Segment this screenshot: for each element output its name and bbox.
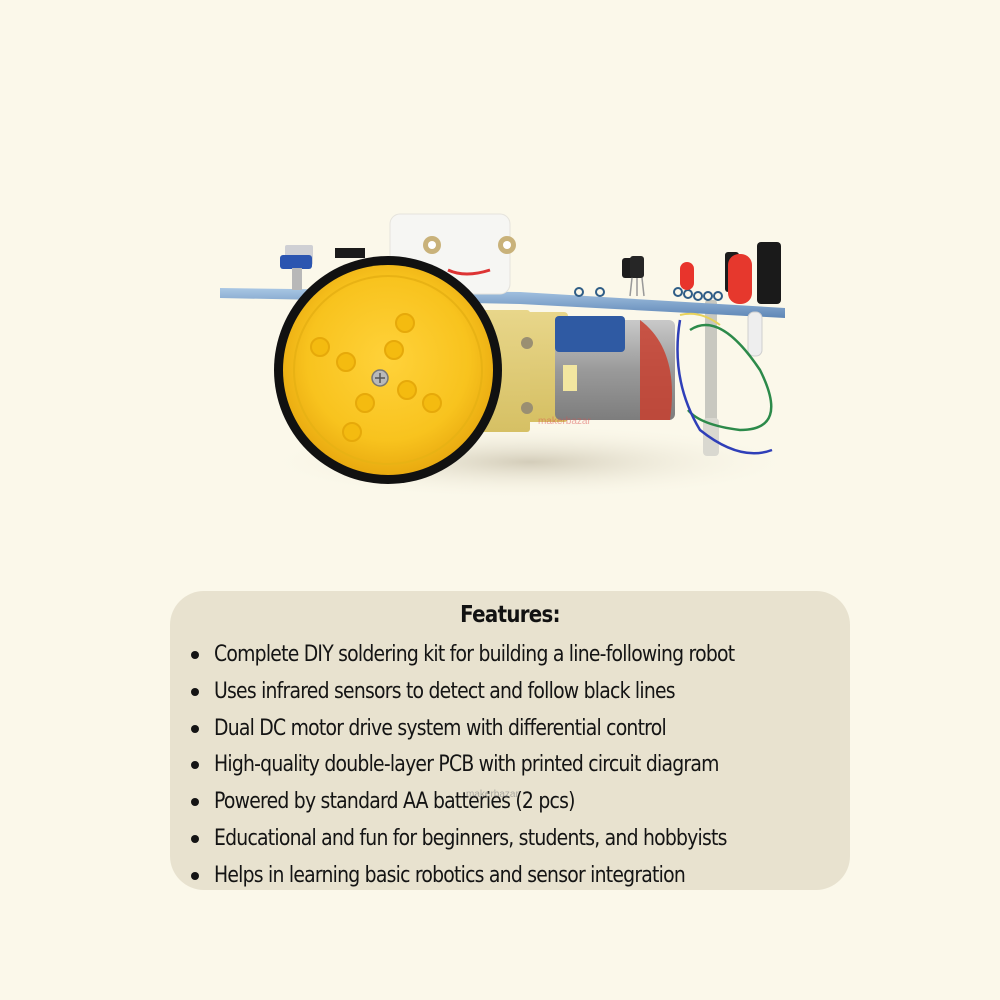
features-title: Features: (460, 602, 560, 628)
product-image: makerbazar (200, 200, 800, 520)
feature-text: Uses infrared sensors to detect and foll… (214, 678, 676, 704)
panel-watermark: makerbazar (466, 789, 519, 800)
feature-item: Uses infrared sensors to detect and foll… (170, 674, 850, 711)
feature-text: Dual DC motor drive system with differen… (214, 715, 667, 741)
robot-kit-illustration (220, 213, 800, 500)
bullet-icon (191, 651, 199, 659)
feature-item: Complete DIY soldering kit for building … (170, 637, 850, 674)
features-list: Complete DIY soldering kit for building … (170, 637, 850, 895)
product-watermark: makerbazar (538, 416, 591, 427)
bullet-icon (191, 687, 199, 696)
bullet-icon (191, 724, 199, 733)
features-panel: Features: Complete DIY soldering kit for… (170, 591, 850, 890)
feature-text: High-quality double-layer PCB with print… (214, 752, 719, 778)
feature-item: Educational and fun for beginners, stude… (170, 821, 850, 858)
feature-text: Powered by standard AA batteries (2 pcs) (214, 789, 575, 815)
feature-text: Complete DIY soldering kit for building … (214, 642, 735, 667)
feature-item: Helps in learning basic robotics and sen… (170, 858, 850, 895)
feature-text: Helps in learning basic robotics and sen… (214, 862, 686, 888)
feature-item: High-quality double-layer PCB with print… (170, 747, 850, 784)
bullet-icon (191, 761, 199, 770)
feature-text: Educational and fun for beginners, stude… (214, 825, 727, 851)
feature-item: Powered by standard AA batteries (2 pcs) (170, 784, 850, 821)
feature-item: Dual DC motor drive system with differen… (170, 711, 850, 748)
bullet-icon (191, 834, 199, 843)
bullet-icon (191, 798, 199, 807)
bullet-icon (191, 871, 199, 880)
